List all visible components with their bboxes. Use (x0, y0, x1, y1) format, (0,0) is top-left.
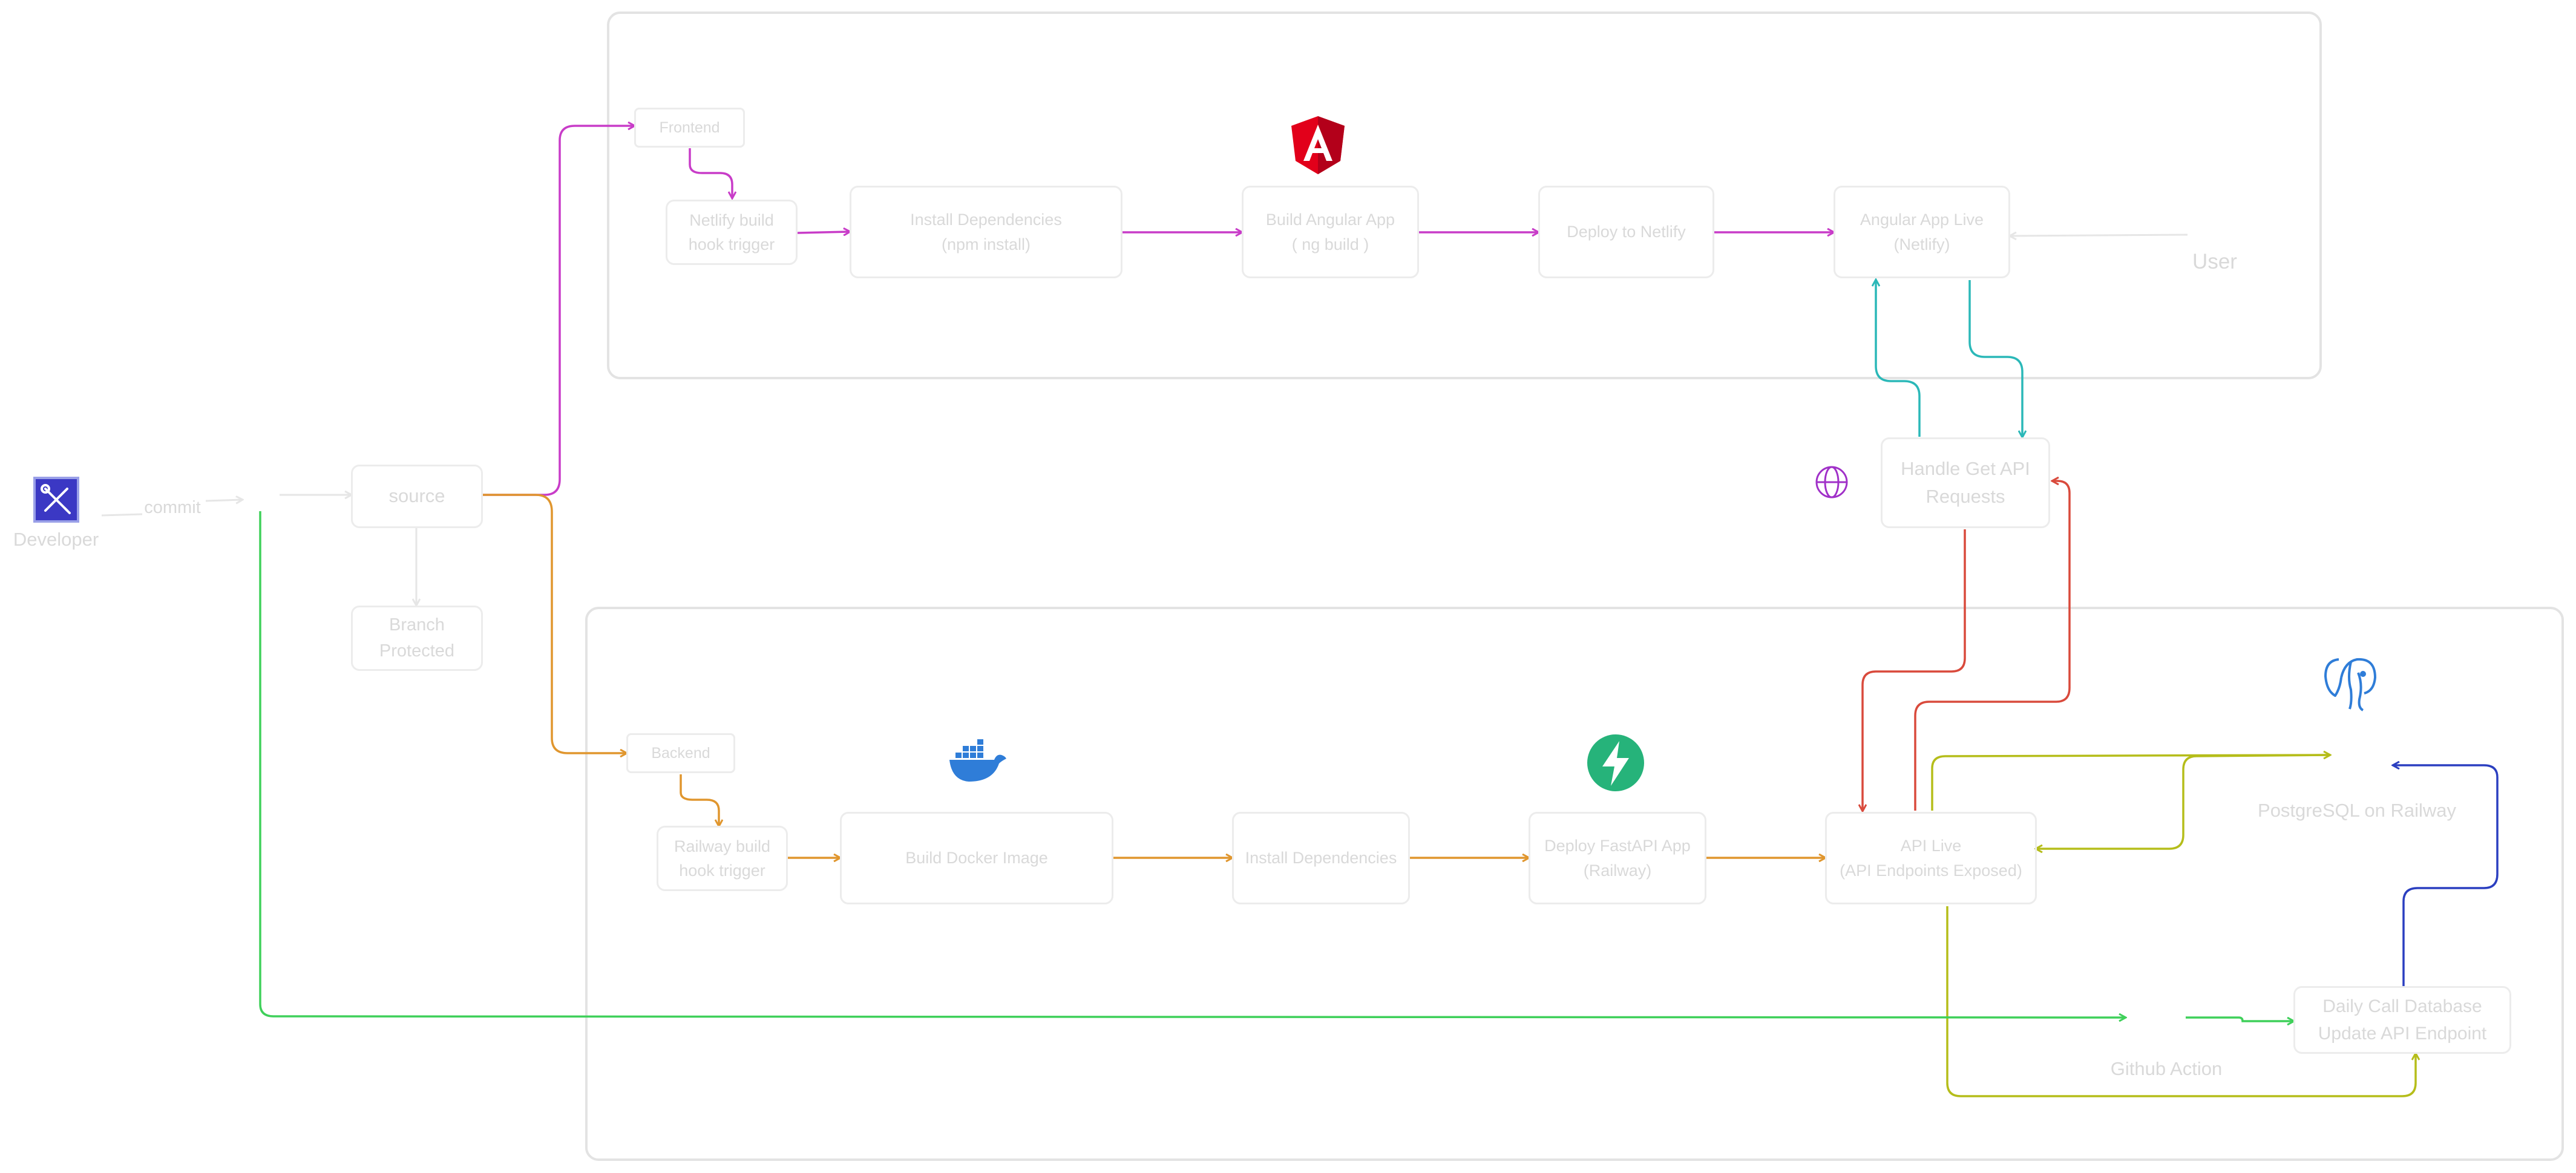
deploy-netlify-node[interactable]: Deploy to Netlify (1538, 186, 1714, 278)
source-node[interactable]: source (351, 465, 483, 528)
commit-arrow (205, 500, 242, 501)
build-docker-node[interactable]: Build Docker Image (840, 812, 1113, 904)
handle-get-node[interactable]: Handle Get API Requests (1881, 437, 2050, 528)
api-live-node[interactable]: API Live (API Endpoints Exposed) (1825, 812, 2037, 904)
globe-icon (1815, 466, 1848, 498)
hook-to-install-arrow (797, 232, 850, 233)
commit-label: commit (144, 498, 201, 517)
netlify-hook-node[interactable]: Netlify build hook trigger (666, 200, 798, 265)
commit-to-action-arrow (259, 511, 2125, 1018)
postgres-label: PostgreSQL on Railway (2258, 800, 2456, 821)
backend-group (585, 607, 2564, 1161)
railway-hook-node[interactable]: Railway build hook trigger (657, 826, 788, 891)
branch-protected-node[interactable]: Branch Protected (351, 606, 483, 671)
frontend-group (607, 11, 2322, 379)
api-to-daily-arrow (1946, 906, 2416, 1097)
api-to-postgres-arrow (1931, 755, 2330, 811)
fastapi-bolt-icon (1587, 734, 1644, 791)
app-to-handle-arrow (1968, 280, 2022, 437)
user-label: User (2192, 250, 2237, 273)
user-to-app-arrow (2010, 235, 2188, 236)
github-action-label: Github Action (2110, 1058, 2223, 1079)
deploy-fastapi-node[interactable]: Deploy FastAPI App (Railway) (1529, 812, 1706, 904)
source-to-frontend-arrow (483, 126, 634, 496)
daily-call-node[interactable]: Daily Call Database Update API Endpoint (2293, 986, 2511, 1054)
frontend-tag[interactable]: Frontend (634, 108, 745, 148)
postgres-to-api-arrow (2036, 754, 2327, 849)
postgres-elephant-icon (2324, 658, 2376, 711)
source-to-backend-arrow (483, 494, 626, 753)
backend-to-hook-arrow (680, 774, 719, 826)
api-to-handle-arrow (1914, 481, 2071, 811)
build-angular-node[interactable]: Build Angular App ( ng build ) (1242, 186, 1419, 278)
angular-logo-icon (1291, 116, 1345, 174)
commit-connector (101, 513, 143, 517)
docker-whale-icon (949, 739, 1006, 782)
backend-install-node[interactable]: Install Dependencies (1232, 812, 1410, 904)
developer-icon (33, 477, 79, 523)
daily-to-postgres-arrow (2393, 765, 2499, 986)
action-to-daily-arrow (2186, 1016, 2293, 1021)
frontend-install-node[interactable]: Install Dependencies (npm install) (850, 186, 1122, 278)
backend-tag[interactable]: Backend (626, 733, 735, 773)
developer-label: Developer (13, 529, 99, 550)
handle-to-app-arrow (1876, 280, 1921, 437)
tools-icon (41, 484, 71, 514)
handle-to-api-arrow (1863, 529, 1966, 811)
frontend-to-hook-arrow (689, 148, 732, 198)
angular-live-node[interactable]: Angular App Live (Netlify) (1834, 186, 2010, 278)
